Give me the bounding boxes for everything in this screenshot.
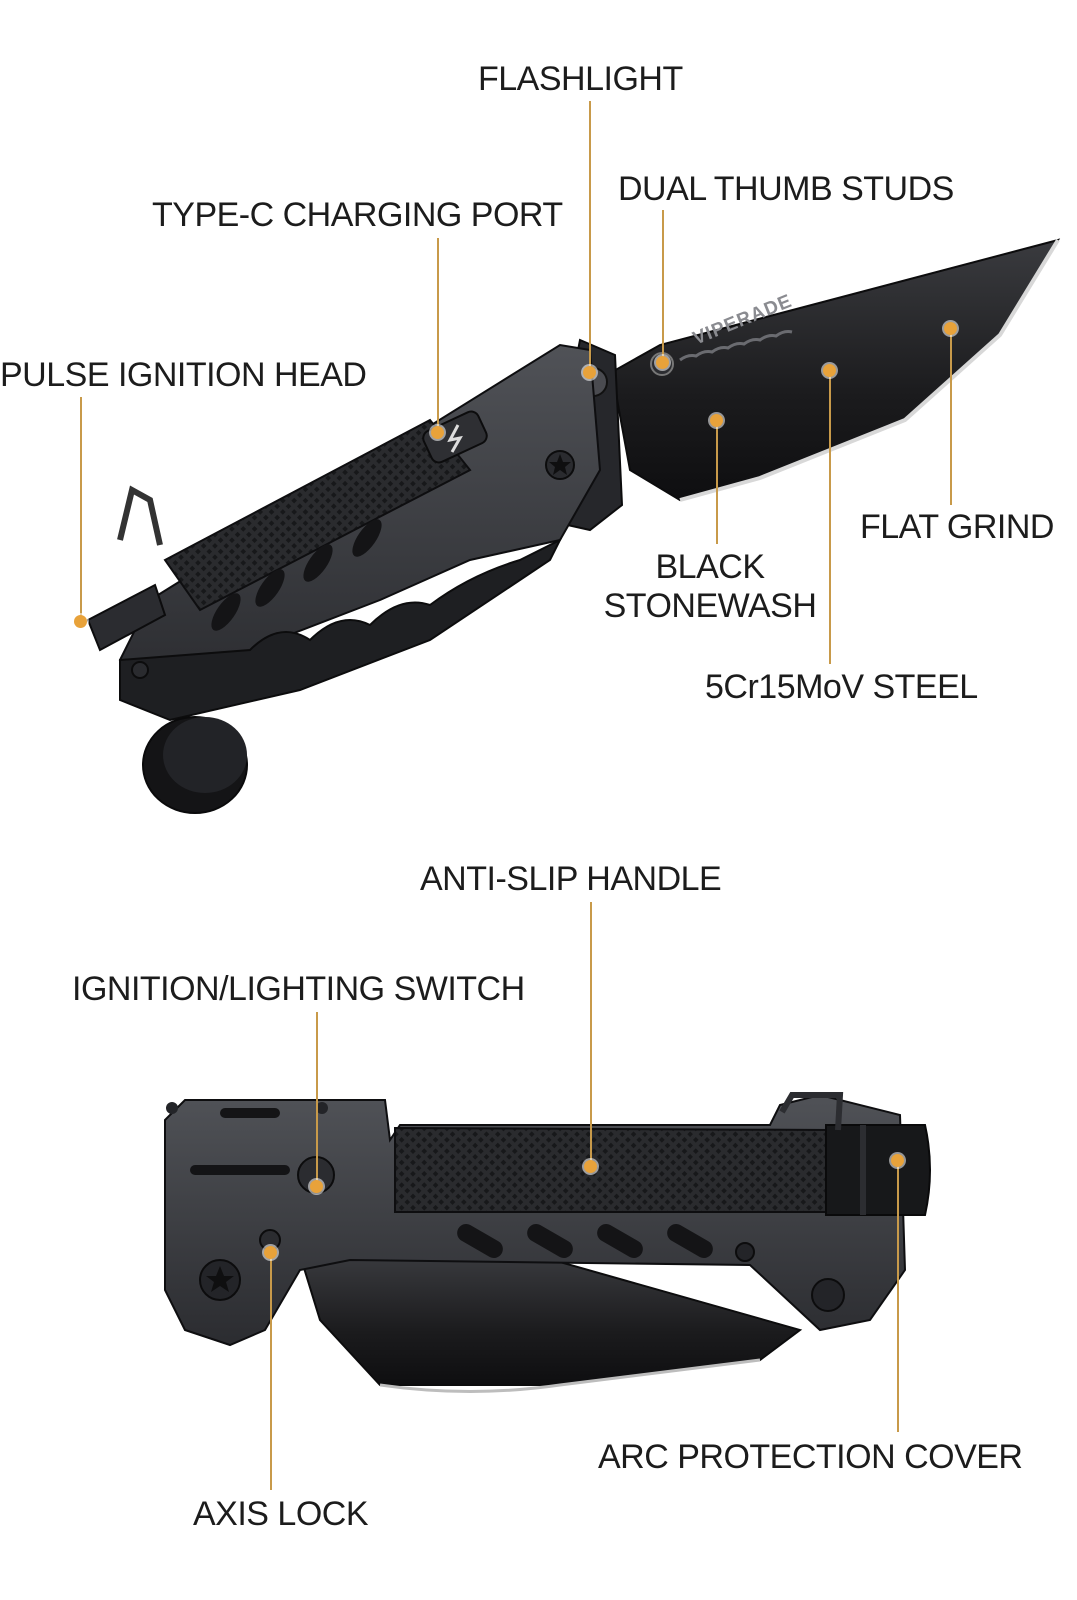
label-dual-thumb-studs: DUAL THUMB STUDS: [618, 170, 954, 208]
knurled-tube: [394, 1126, 837, 1213]
dot-ignition-switch: [310, 1180, 323, 1193]
label-axis-lock: AXIS LOCK: [193, 1495, 369, 1533]
label-black: BLACK: [655, 548, 766, 586]
leader-axis-lock: [270, 1252, 272, 1490]
flashlight-tube: [825, 1124, 931, 1216]
label-anti-slip-handle: ANTI-SLIP HANDLE: [420, 860, 722, 898]
leader-black-stonewash: [716, 422, 718, 544]
label-stonewash: STONEWASH: [603, 587, 817, 625]
knife-closed-view: [164, 1092, 931, 1393]
dot-steel: [823, 364, 836, 377]
knife-open-view: [86, 238, 1061, 814]
leader-pulse-ignition-head: [80, 397, 82, 617]
knurled-grip: [163, 418, 472, 612]
leader-arc-protection-cover: [897, 1162, 899, 1432]
leader-steel: [829, 372, 831, 664]
dot-anti-slip-handle: [584, 1160, 597, 1173]
pocket-clip: [117, 485, 163, 546]
label-flat-grind: FLAT GRIND: [860, 508, 1055, 546]
dot-type-c-port: [431, 426, 444, 439]
leader-anti-slip-handle: [590, 902, 592, 1164]
leader-flat-grind: [950, 330, 952, 505]
ignition-head: [86, 583, 167, 652]
leader-dual-thumb-studs: [662, 210, 664, 358]
charging-port-button: [422, 410, 488, 464]
label-arc-protection-cover: ARC PROTECTION COVER: [598, 1438, 1023, 1476]
dot-arc-protection-cover: [891, 1154, 904, 1167]
leader-ignition-switch: [316, 1012, 318, 1182]
label-pulse-ignition-head: PULSE IGNITION HEAD: [0, 356, 367, 394]
label-ignition-switch: IGNITION/LIGHTING SWITCH: [72, 970, 525, 1008]
label-type-c-port: TYPE-C CHARGING PORT: [152, 196, 563, 234]
leader-type-c-port: [437, 238, 439, 428]
label-steel: 5Cr15MoV STEEL: [705, 668, 978, 706]
label-flashlight: FLASHLIGHT: [478, 60, 683, 98]
leader-flashlight: [589, 101, 591, 376]
blade-edge: [679, 238, 1060, 502]
dot-axis-lock: [264, 1246, 277, 1259]
dot-flat-grind: [944, 322, 957, 335]
dot-flashlight: [583, 366, 596, 379]
dot-pulse-ignition-head: [74, 615, 87, 628]
dot-black-stonewash: [710, 414, 723, 427]
dot-dual-thumb-studs: [656, 356, 669, 369]
lower-frame: [119, 537, 563, 722]
